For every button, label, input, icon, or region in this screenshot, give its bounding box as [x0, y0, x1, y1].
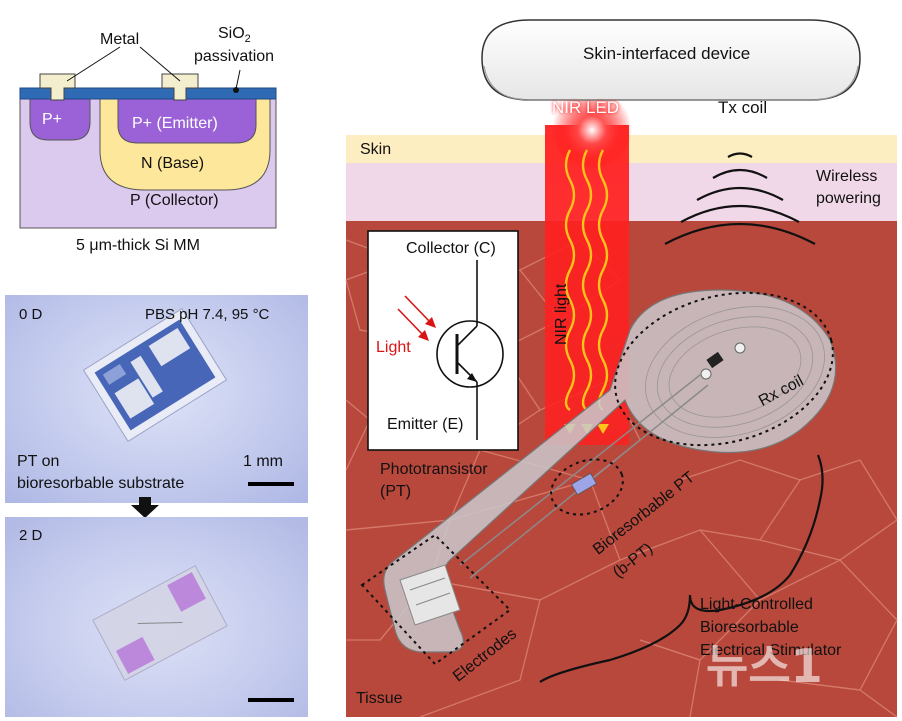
stimulator-brace	[539, 454, 824, 683]
day-2-label: 2 D	[19, 527, 43, 544]
light-arrows	[397, 295, 432, 337]
condition-label: PBS pH 7.4, 95 °C	[145, 306, 270, 323]
n-base-label: N (Base)	[141, 155, 205, 172]
photo-day-0: 0 D PBS pH 7.4, 95 °C PT on bioresorbabl…	[5, 295, 308, 503]
sio2-label: SiO2	[218, 25, 251, 46]
phototransistor-abbrev: (PT)	[380, 483, 412, 500]
tissue-label: Tissue	[356, 690, 403, 707]
cross-section-caption: 5 μm-thick Si MM	[76, 237, 200, 254]
pt-chip-day-2	[92, 565, 228, 681]
light-arrowheads	[418, 317, 436, 341]
sio2-leader-dot	[233, 87, 239, 93]
metal-contact-right	[161, 73, 199, 101]
implant-device	[383, 289, 837, 653]
collector-label: Collector (C)	[406, 240, 496, 257]
sio2-leader	[235, 69, 241, 90]
stimulator-label-1: Light-Controlled	[700, 596, 813, 613]
passivation-label: passivation	[194, 48, 275, 65]
scale-bar-top	[248, 482, 294, 486]
transistor-symbol-circle	[436, 320, 504, 388]
bioresorbable-substrate-label: bioresorbable substrate	[17, 475, 185, 492]
metal-leader-left	[66, 46, 121, 82]
nir-led-label: NIR LED	[552, 98, 620, 117]
stimulator-label-3: Electrical Stimulator	[700, 642, 842, 659]
p-collector-label: P (Collector)	[130, 192, 219, 209]
metal-leader-right	[139, 46, 181, 82]
phototransistor-caption: Phototransistor	[380, 461, 488, 478]
emitter-label: Emitter (E)	[387, 416, 464, 433]
metal-label: Metal	[100, 31, 140, 48]
p-plus-emitter-region	[117, 94, 257, 144]
sio2-passivation-layer	[19, 87, 277, 100]
led-glow	[552, 90, 632, 170]
scale-bar-bottom	[248, 698, 294, 702]
scale-label: 1 mm	[243, 453, 283, 470]
nir-light-label: NIR light	[553, 283, 570, 345]
stimulator-label-2: Bioresorbable	[700, 619, 799, 636]
metal-contact-left	[39, 73, 76, 101]
photo-day-2: 2 D	[5, 517, 308, 717]
rx-coil-windings	[645, 306, 825, 438]
p-plus-emitter-label: P+ (Emitter)	[132, 115, 218, 132]
wireless-label: Wireless	[816, 168, 878, 185]
tx-coil-label: Tx coil	[718, 98, 768, 117]
light-label: Light	[376, 339, 411, 356]
powering-label: powering	[816, 190, 881, 207]
pt-chip-day-0	[82, 307, 228, 443]
emitter-arrowhead	[467, 373, 477, 382]
pt-on-label: PT on	[17, 453, 60, 470]
b-pt-outline	[550, 458, 624, 516]
news-watermark: 뉴스1	[706, 639, 823, 693]
wireless-waves	[664, 152, 816, 245]
rx-coil-outline	[614, 291, 834, 447]
nir-light-waves	[564, 149, 609, 412]
p-plus-label: P+	[42, 111, 63, 128]
device-edge	[483, 65, 859, 101]
phototransistor-box	[367, 230, 519, 451]
day-0-label: 0 D	[19, 306, 43, 323]
p-plus-region-left	[29, 94, 91, 141]
skin-label: Skin	[360, 141, 392, 158]
electrodes-outline	[360, 533, 512, 666]
device-label: Skin-interfaced device	[583, 44, 751, 63]
transistor-collector-line	[456, 325, 478, 347]
